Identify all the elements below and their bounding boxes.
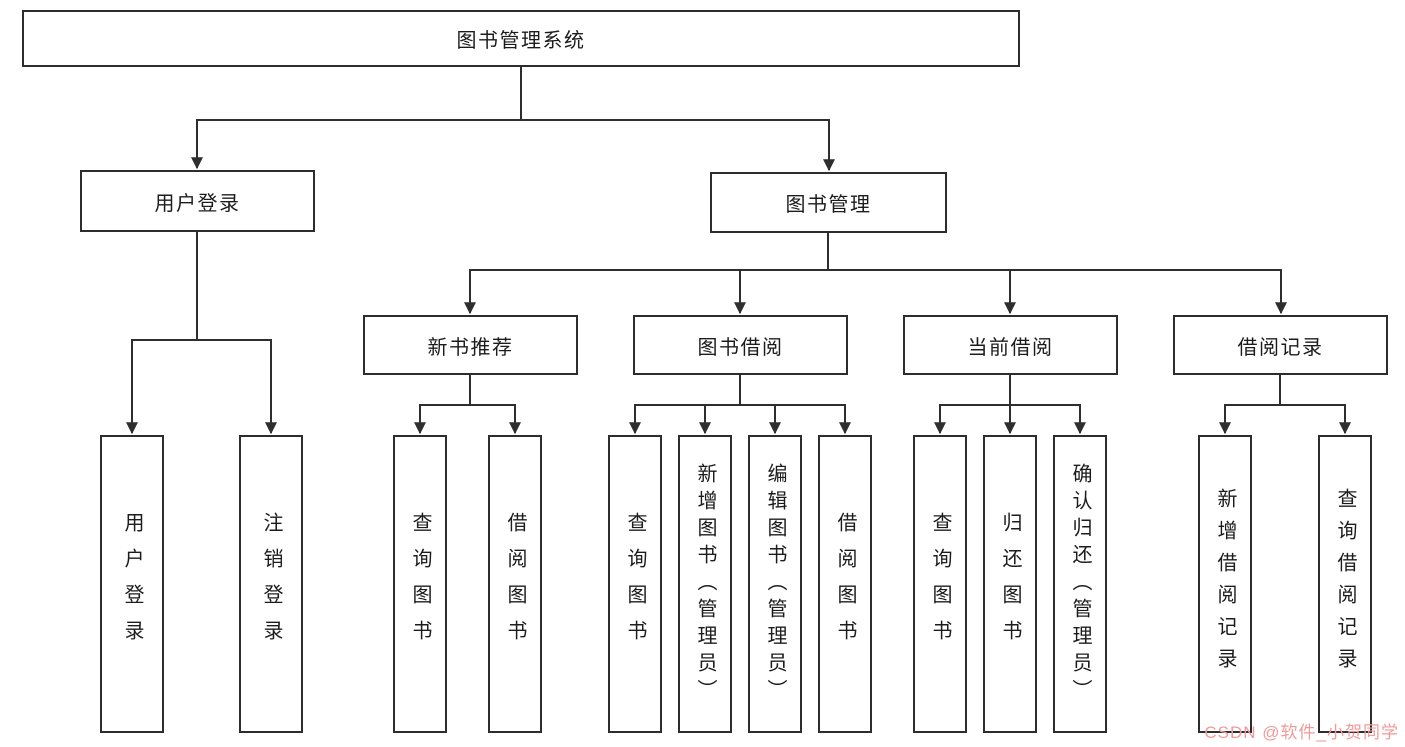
node-label: 用户登录: [121, 512, 143, 656]
leaf-add-books-admin: 新增图书（管理员）: [678, 435, 732, 733]
node-user-login: 用户登录: [80, 170, 315, 232]
node-label: 新书推荐: [427, 336, 514, 359]
leaf-edit-books-admin: 编辑图书（管理员）: [748, 435, 802, 733]
leaf-query-borrow-record: 查询借阅记录: [1318, 435, 1372, 733]
leaf-logout: 注销登录: [239, 435, 303, 733]
node-label: 新增借阅记录: [1214, 488, 1236, 680]
node-book-borrowing: 图书借阅: [633, 315, 848, 375]
node-label: 查询图书: [624, 512, 646, 656]
leaf-borrow-books: 借阅图书: [818, 435, 872, 733]
node-label: 图书管理: [785, 194, 872, 216]
node-label: 注销登录: [260, 512, 282, 656]
node-label: 用户登录: [154, 192, 241, 215]
node-label: 当前借阅: [967, 336, 1054, 359]
node-current-borrowing: 当前借阅: [903, 315, 1118, 375]
node-label: 借阅记录: [1237, 336, 1324, 359]
leaf-user-login: 用户登录: [100, 435, 164, 733]
node-label: 图书管理系统: [456, 30, 586, 52]
node-label: 归还图书: [999, 512, 1021, 656]
leaf-return-books: 归还图书: [983, 435, 1037, 733]
node-label: 图书借阅: [697, 336, 784, 359]
node-label: 借阅图书: [504, 512, 526, 656]
leaf-confirm-return-admin: 确认归还（管理员）: [1053, 435, 1107, 733]
leaf-query-books-borrow: 查询图书: [608, 435, 662, 733]
watermark: CSDN @软件_小贺同学: [1204, 723, 1399, 742]
node-label: 查询图书: [929, 512, 951, 656]
node-label: 借阅图书: [834, 512, 856, 656]
leaf-add-borrow-record: 新增借阅记录: [1198, 435, 1252, 733]
node-label: 确认归还（管理员）: [1069, 462, 1091, 706]
node-new-book-recommend: 新书推荐: [363, 315, 578, 375]
node-label: 查询借阅记录: [1334, 488, 1356, 680]
node-book-management: 图书管理: [710, 172, 947, 233]
leaf-query-books-current: 查询图书: [913, 435, 967, 733]
node-root: 图书管理系统: [22, 10, 1020, 67]
node-label: 查询图书: [409, 512, 431, 656]
node-borrow-records: 借阅记录: [1173, 315, 1388, 375]
leaf-query-books-newbook: 查询图书: [393, 435, 447, 733]
node-label: 编辑图书（管理员）: [764, 462, 786, 706]
leaf-borrow-books-newbook: 借阅图书: [488, 435, 542, 733]
node-label: 新增图书（管理员）: [694, 462, 716, 706]
